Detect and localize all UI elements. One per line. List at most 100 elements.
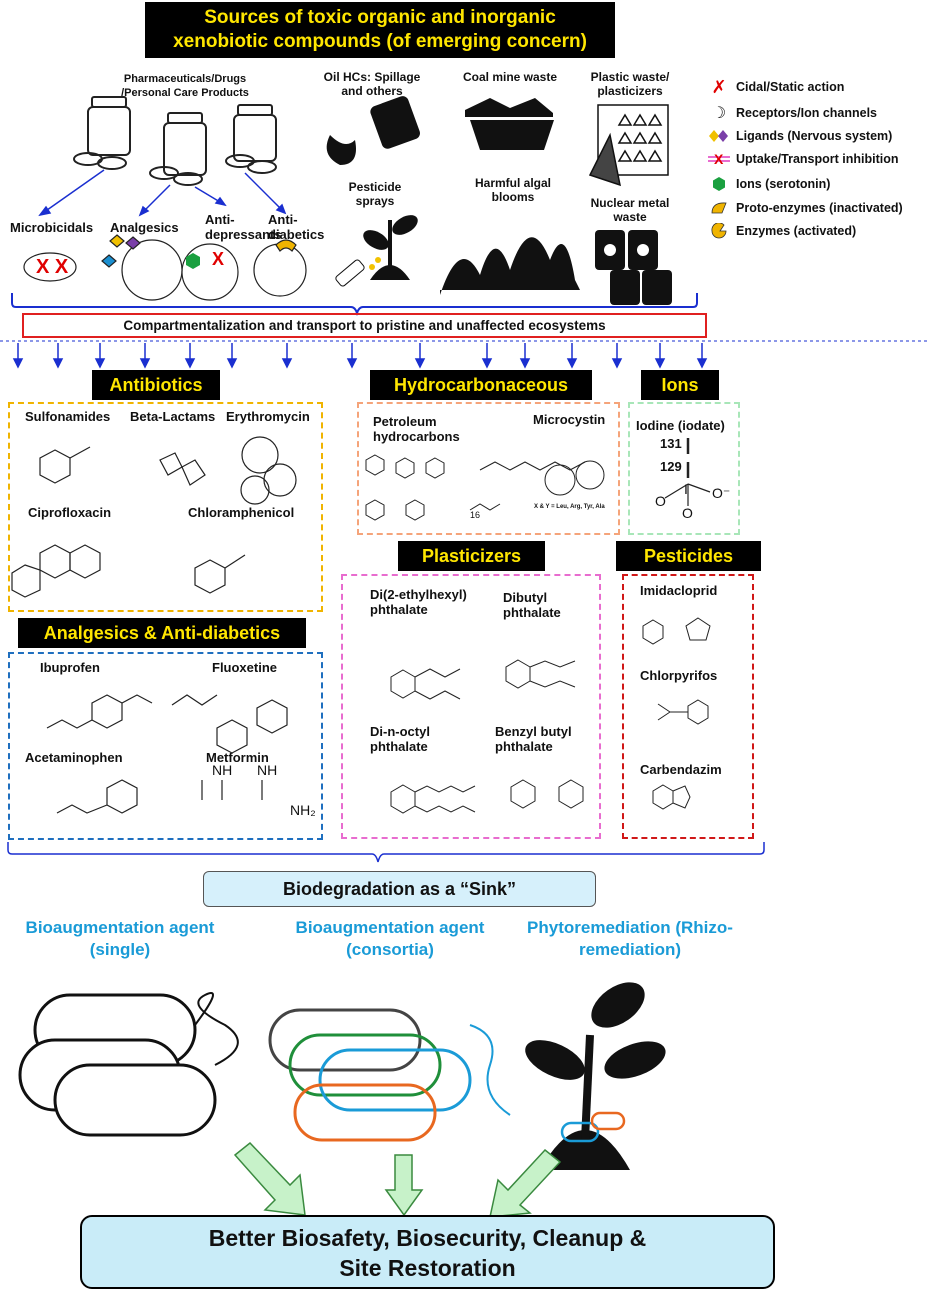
bbp-label: Benzyl butyl phthalate [495, 724, 572, 754]
down-arrow-head [346, 358, 358, 369]
pesticides-header: Pesticides [616, 541, 761, 571]
proto-enzyme-icon [708, 201, 730, 215]
sources-illustration: X X X [23, 96, 672, 305]
hydrocarbon-structures [365, 454, 605, 521]
hexagon-icon [708, 176, 730, 192]
algal-label: Harmful algal blooms [474, 176, 552, 204]
down-arrow-head [139, 358, 151, 369]
green-arrows [233, 1141, 562, 1215]
down-arrow-head [52, 358, 64, 369]
sink-box: Biodegradation as a “Sink” [203, 871, 596, 907]
pesticide-label: Pesticide sprays [348, 180, 402, 208]
carbendazim-label: Carbendazim [640, 762, 722, 777]
nuclear-barrel-icon [595, 230, 672, 305]
legend-row: ☽ Receptors/Ion channels [708, 103, 877, 123]
sulfonamides-label: Sulfonamides [25, 409, 111, 424]
down-arrow-head [654, 358, 666, 369]
down-arrow-head [281, 358, 293, 369]
ions-box [628, 402, 740, 535]
svg-text:X X: X X [36, 256, 69, 278]
single-bacterium-icon [18, 993, 217, 1137]
plastic-label: Plastic waste/ plasticizers [590, 70, 670, 98]
dnop-label: Di-n-octyl phthalate [370, 724, 430, 754]
petroleum-label: Petroleum hydrocarbons [373, 414, 460, 444]
legend-row: Proto-enzymes (inactivated) [708, 198, 903, 218]
diamond-icon [708, 130, 730, 142]
down-arrow-head [481, 358, 493, 369]
down-arrow-head [226, 358, 238, 369]
i129-label: 129 [660, 459, 682, 474]
analgesics-header: Analgesics & Anti-diabetics [18, 618, 306, 648]
title-line2: xenobiotic compounds (of emerging concer… [173, 31, 587, 52]
svg-text:NH: NH [257, 762, 277, 778]
microbicidals-label: Microbicidals [10, 220, 94, 235]
legend-row: Ligands (Nervous system) [708, 126, 892, 146]
bio-phyto-label: Phytoremediation (Rhizo-remediation) [527, 918, 733, 959]
ciprofloxacin-label: Ciprofloxacin [28, 505, 112, 520]
pharma-label: Pharmaceuticals/Drugs /Personal Care Pro… [121, 73, 249, 99]
bio-single-label: Bioaugmentation agent (single) [25, 918, 215, 959]
dbp-label: Dibutyl phthalate [503, 590, 561, 620]
cell-icons: X X X [23, 234, 307, 301]
plasticizers-header: Plasticizers [398, 541, 545, 571]
legend-row: ✗ Cidal/Static action [708, 77, 844, 97]
legend-row: Ions (serotonin) [708, 174, 830, 194]
down-arrow-head [94, 358, 106, 369]
down-arrow-head [566, 358, 578, 369]
nuclear-label: Nuclear metal waste [590, 196, 670, 224]
pill-bottle-icon [73, 96, 277, 186]
erythromycin-label: Erythromycin [226, 409, 310, 424]
pesticide-structures [642, 617, 711, 810]
oil-label: Oil HCs: Spillage and others [323, 70, 421, 98]
analgesics-box [8, 652, 323, 840]
coal-cart-icon [465, 98, 554, 150]
microcystin-label: Microcystin [533, 412, 606, 427]
pesticide-plant-icon [335, 215, 418, 287]
down-arrow-head [611, 358, 623, 369]
pesticides-box [622, 574, 754, 839]
svg-text:X: X [714, 152, 724, 166]
hydrocarbonaceous-header: Hydrocarbonaceous [370, 370, 592, 400]
oil-barrel-icon [326, 96, 420, 165]
antibiotics-header: Antibiotics [92, 370, 220, 400]
hydrocarbonaceous-box [357, 402, 620, 535]
crescent-icon: ☽ [711, 105, 727, 122]
svg-text:I: I [684, 481, 688, 497]
analgesics-label: Analgesics [110, 220, 179, 235]
beta-lactams-label: Beta-Lactams [130, 409, 216, 424]
svg-text:NH: NH [212, 762, 232, 778]
outcome-line1: Better Biosafety, Biosecurity, Cleanup & [208, 1225, 647, 1251]
iodine-label: Iodine (iodate) [636, 418, 725, 433]
bio-consortia-label: Bioaugmentation agent (consortia) [295, 918, 485, 959]
analgesic-structures: NH NH NH₂ [46, 694, 316, 818]
svg-text:NH₂: NH₂ [290, 802, 316, 818]
bioremediation-illustration [18, 982, 666, 1215]
antidiab-label: Anti- diabetics [268, 212, 325, 242]
outcome-line2: Site Restoration [339, 1255, 516, 1281]
outcome-box: Better Biosafety, Biosecurity, Cleanup &… [80, 1215, 775, 1289]
page-title: Sources of toxic organic and inorganic x… [145, 2, 615, 58]
fluoxetine-label: Fluoxetine [212, 660, 278, 675]
compartment-box: Compartmentalization and transport to pr… [22, 313, 707, 338]
coal-label: Coal mine waste [462, 70, 558, 84]
plasticizer-structures [390, 659, 584, 814]
down-arrow-head [184, 358, 196, 369]
chain-subscript: 16 [470, 510, 481, 520]
antibiotic-structures [11, 436, 297, 598]
svg-text:O: O [655, 493, 666, 509]
crossed-arrows-icon: X [708, 152, 730, 166]
dehp-label: Di(2-ethylhexyl) phthalate [370, 587, 467, 617]
legend-row: X Uptake/Transport inhibition [708, 149, 899, 169]
down-arrow-head [12, 358, 24, 369]
i131-label: 131 [660, 436, 682, 451]
sink-brace [7, 842, 765, 863]
svg-text:O: O [682, 505, 693, 521]
xy-note: X & Y = Leu, Arg, Tyr, Ala [534, 504, 605, 510]
down-arrow-head [414, 358, 426, 369]
down-arrow-head [696, 358, 708, 369]
red-x-icon: ✗ [711, 76, 727, 97]
chloramphenicol-label: Chloramphenicol [188, 505, 295, 520]
plant-icon [525, 982, 666, 1170]
acetaminophen-label: Acetaminophen [25, 750, 123, 765]
